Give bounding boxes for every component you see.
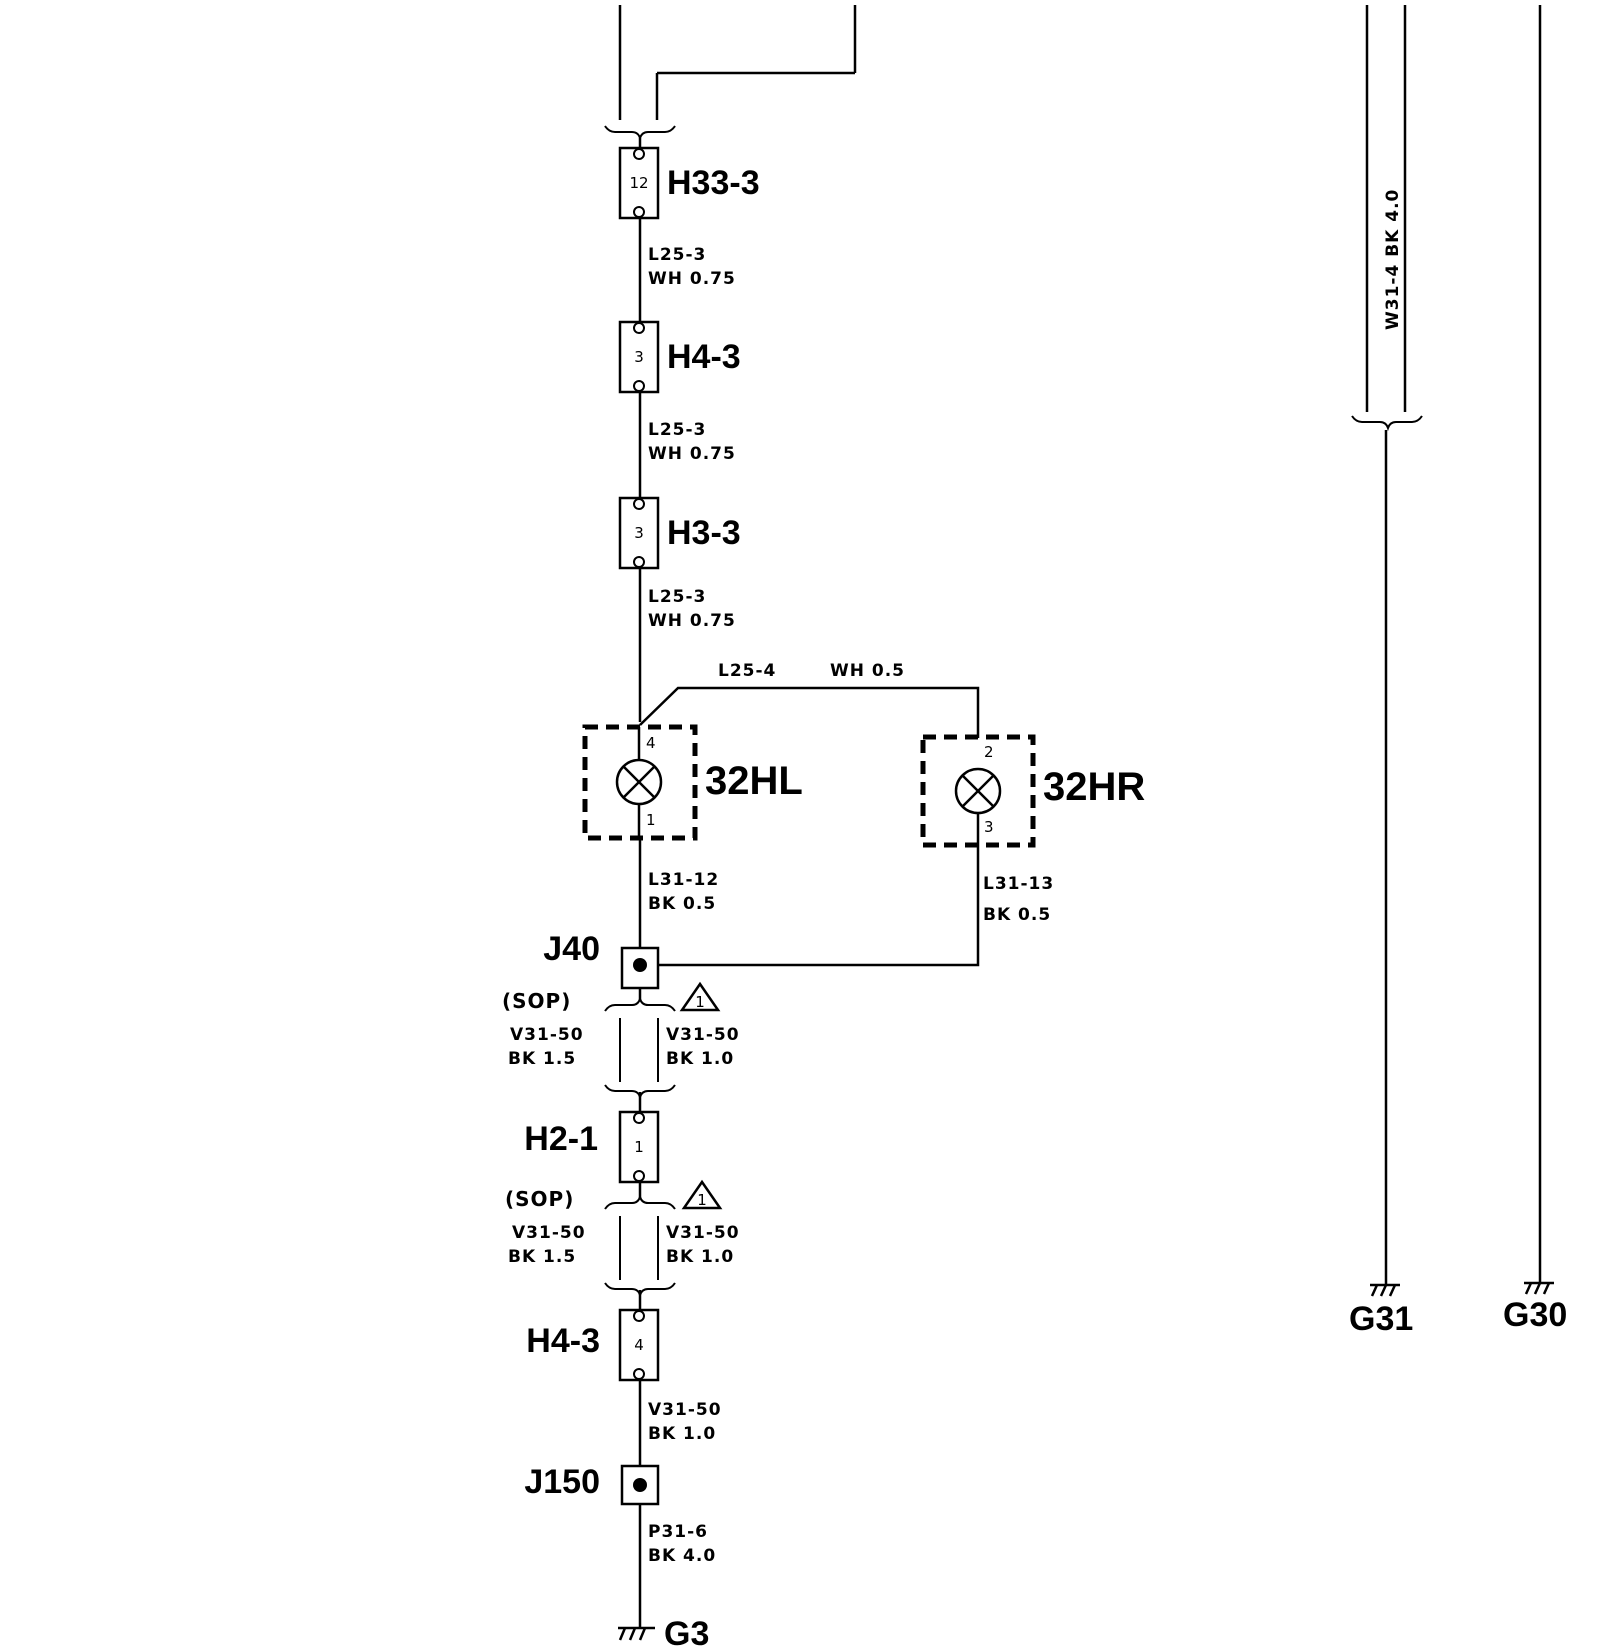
connector-pin-label: 12 [629,174,648,192]
wire-id-label: V31-50 [666,1025,740,1045]
lamp-pin-label: 2 [984,743,994,761]
wire-id-label: V31-50 [666,1223,740,1243]
lamp-32hl: 4 1 32HL [582,724,803,841]
wire-spec-label: BK 1.5 [508,1247,576,1267]
splice-label: J150 [524,1463,600,1501]
connector-pin-label: 1 [634,1138,644,1156]
wire-spec-label: WH 0.75 [648,269,736,289]
lamp-pin-label: 1 [646,811,656,829]
branch-wire-l25-4: L25-4 WH 0.5 [639,661,980,738]
connector-pin-label: 4 [634,1336,644,1354]
connector-h4-3-top: 3 H4-3 [618,320,741,394]
connector-h33-3: 12 H33-3 [618,146,760,220]
ground-g31: G31 [1349,1283,1413,1338]
connector-label: H4-3 [667,338,741,376]
wire-id-label: V31-50 [512,1223,586,1243]
connector-label: H3-3 [667,514,741,552]
wire-spec-label: BK 1.0 [666,1049,734,1069]
connector-h4-3-bottom: 4 H4-3 [526,1308,660,1382]
wire-spec-label: BK 0.5 [648,894,716,914]
wire-spec-label: BK 1.0 [648,1424,716,1444]
lamp-32hr: 2 3 32HR [920,734,1145,848]
splice-j40: J40 [543,930,660,990]
wire-spec-label: WH 0.75 [648,611,736,631]
ground-label: G31 [1349,1300,1413,1338]
wire-id-label: P31-6 [648,1522,708,1542]
connector-pin-label: 3 [634,524,644,542]
wire-spec-label: BK 1.0 [666,1247,734,1267]
connector-label: H33-3 [667,164,760,202]
connector-h3-3: 3 H3-3 [618,496,741,570]
connector-pin-label: 3 [634,348,644,366]
note-number: 1 [697,1191,707,1209]
note-triangle-icon [679,981,721,1012]
note-number: 1 [695,993,705,1011]
connector-h2-1: 1 H2-1 [524,1110,660,1184]
wire-id-label: V31-50 [510,1025,584,1045]
wire-spec-label: WH 0.5 [830,661,905,681]
note-triangle-icon [681,1179,723,1210]
connector-label: H2-1 [524,1120,598,1158]
wire-spec-label: BK 4.0 [648,1546,716,1566]
ground-label: G30 [1503,1296,1567,1334]
ground-wire-w31-4: W31-4 BK 4.0 [1351,5,1423,1285]
lamp-pin-label: 3 [984,818,994,836]
wire-label-vertical: W31-4 BK 4.0 [1383,189,1403,330]
sop-section-a: (SOP) 1 V31-50 BK 1.5 V31-50 BK 1.0 [502,981,740,1101]
return-wire-l31-13: L31-13 BK 0.5 [640,845,1054,967]
wire-id-label: L25-3 [648,245,706,265]
sop-section-b: (SOP) 1 V31-50 BK 1.5 V31-50 BK 1.0 [505,1179,740,1299]
wire-id-label: V31-50 [648,1400,722,1420]
lamp-label: 32HL [705,759,803,803]
wire-spec-label: WH 0.75 [648,444,736,464]
splice-j150: J150 [524,1463,660,1506]
wire-spec-label: BK 0.5 [983,905,1051,925]
wire-id-label: L25-4 [718,661,776,681]
lamp-pin-label: 4 [646,734,656,752]
wire-id-label: L25-3 [648,587,706,607]
splice-label: J40 [543,930,600,968]
sop-label: (SOP) [505,1187,574,1211]
wire-id-label: L25-3 [648,420,706,440]
wire-id-label: L31-13 [983,874,1054,894]
wire-spec-label: BK 1.5 [508,1049,576,1069]
connector-label: H4-3 [526,1322,600,1360]
ground-label: G3 [664,1615,709,1648]
wire-id-label: L31-12 [648,870,719,890]
wire-bundle-brace [604,125,676,142]
ground-g30: G30 [1503,1281,1567,1334]
sop-label: (SOP) [502,989,571,1013]
top-feed-wires [604,5,857,142]
ground-g3: G3 [618,1615,709,1648]
lamp-label: 32HR [1043,765,1145,809]
